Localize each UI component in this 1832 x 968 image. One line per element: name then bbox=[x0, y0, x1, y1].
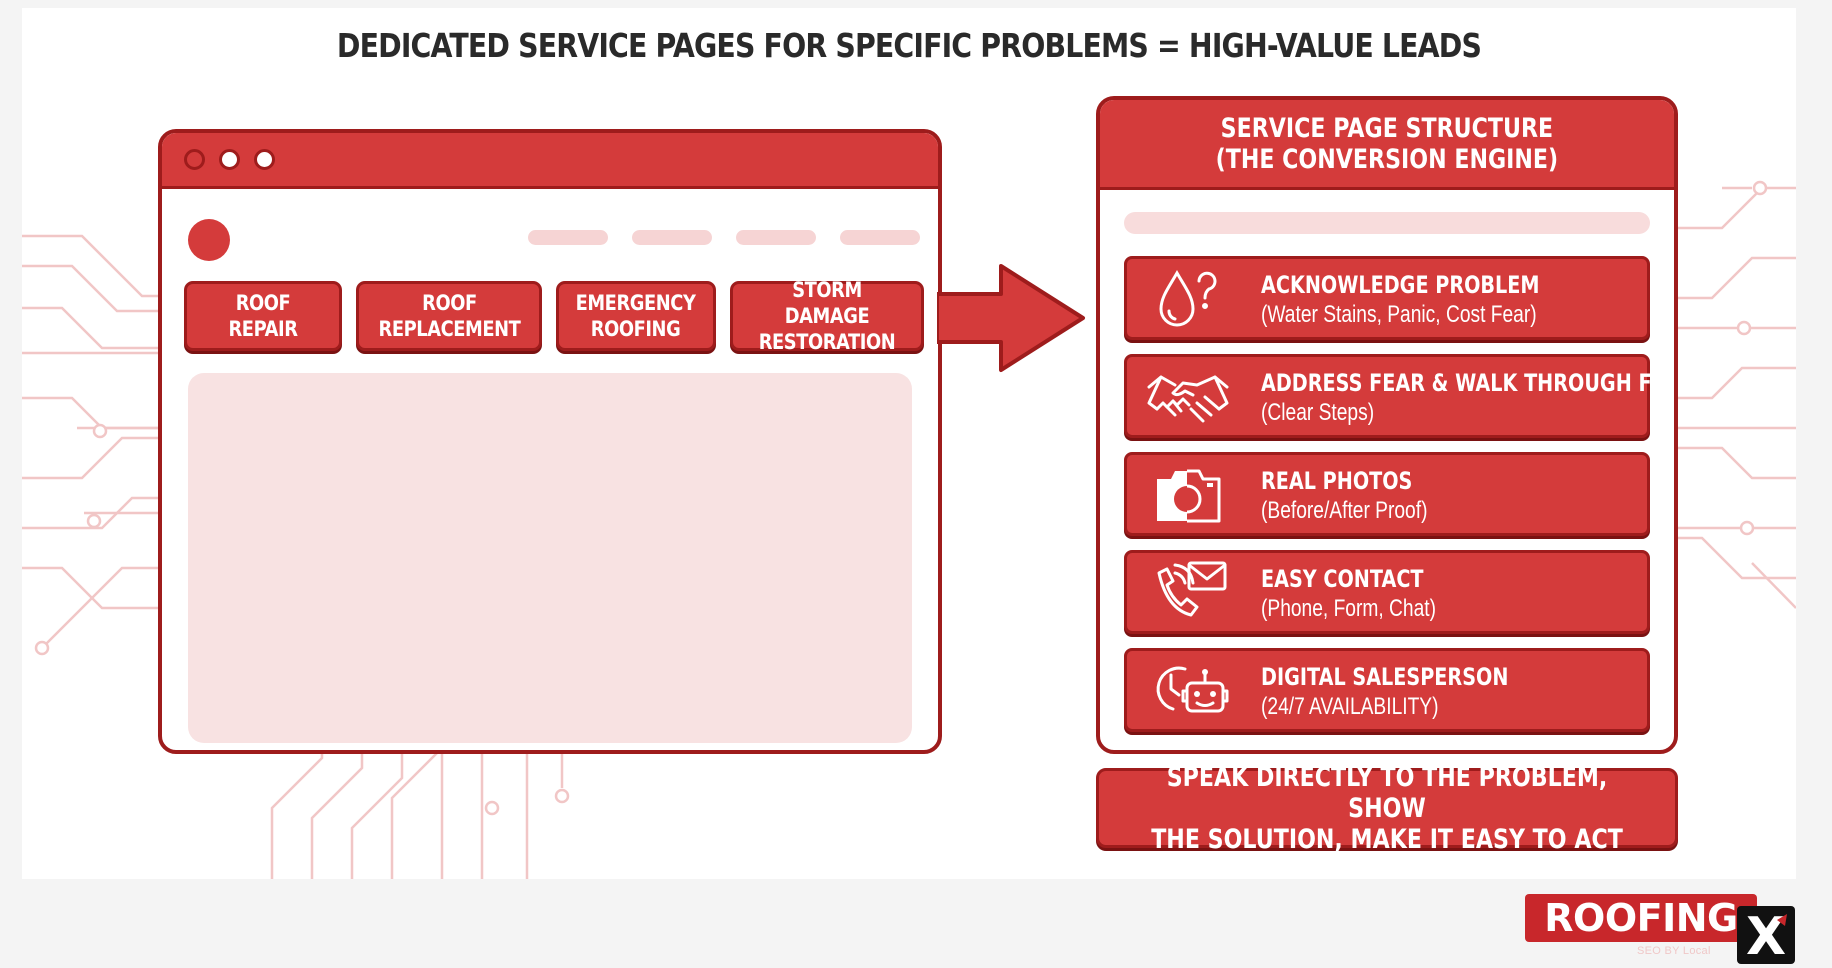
service-page-structure: SERVICE PAGE STRUCTURE (THE CONVERSION E… bbox=[1096, 96, 1678, 754]
tab-emergency-roofing[interactable]: EMERGENCY ROOFING bbox=[556, 281, 716, 351]
main-title: DEDICATED SERVICE PAGES FOR SPECIFIC PRO… bbox=[336, 26, 1482, 65]
circuit-background bbox=[22, 180, 1796, 879]
clock-robot-icon bbox=[1156, 666, 1229, 713]
structure-placeholder-bar bbox=[1124, 212, 1650, 234]
window-dot-icon bbox=[254, 149, 275, 170]
brand-subtext: SEO BY Local bbox=[1637, 945, 1711, 957]
step-subtitle: (Phone, Form, Chat) bbox=[1261, 595, 1436, 622]
step-digital-salesperson: DIGITAL SALESPERSON (24/7 AVAILABILITY) bbox=[1124, 648, 1650, 732]
step-subtitle: (24/7 AVAILABILITY) bbox=[1261, 693, 1439, 720]
window-dot-icon bbox=[184, 149, 205, 170]
step-subtitle: (Before/After Proof) bbox=[1261, 497, 1428, 524]
nav-placeholder bbox=[736, 230, 816, 245]
step-title: EASY CONTACT bbox=[1261, 565, 1424, 593]
step-address-fear: ADDRESS FEAR & WALK THROUGH FIX (Clear S… bbox=[1124, 354, 1674, 438]
step-real-photos: REAL PHOTOS (Before/After Proof) bbox=[1124, 452, 1650, 536]
water-drop-question-icon bbox=[1159, 269, 1217, 327]
site-logo-placeholder bbox=[188, 219, 230, 261]
nav-placeholder bbox=[632, 230, 712, 245]
step-title: DIGITAL SALESPERSON bbox=[1261, 663, 1509, 691]
nav-placeholder bbox=[528, 230, 608, 245]
brand-wordmark-box: ROOFING bbox=[1525, 894, 1757, 942]
brand-wordmark: ROOFING bbox=[1544, 896, 1738, 940]
tab-label: ROOF REPAIR bbox=[228, 291, 298, 341]
tab-label: ROOF REPLACEMENT bbox=[378, 291, 520, 341]
arrow-right-icon bbox=[937, 264, 1085, 372]
page-content-placeholder bbox=[188, 373, 912, 743]
infographic-panel: DEDICATED SERVICE PAGES FOR SPECIFIC PRO… bbox=[22, 8, 1796, 879]
camera-icon bbox=[1157, 469, 1221, 523]
step-subtitle: (Water Stains, Panic, Cost Fear) bbox=[1261, 301, 1537, 328]
brand-x-icon: X bbox=[1737, 906, 1795, 964]
step-title: ADDRESS FEAR & WALK THROUGH FIX bbox=[1261, 369, 1674, 397]
browser-mockup: ROOF REPAIR ROOF REPLACEMENT EMERGENCY R… bbox=[158, 129, 942, 754]
browser-title-bar bbox=[162, 133, 938, 189]
tab-roof-replacement[interactable]: ROOF REPLACEMENT bbox=[356, 281, 542, 351]
step-title: ACKNOWLEDGE PROBLEM bbox=[1261, 271, 1540, 299]
service-tabs: ROOF REPAIR ROOF REPLACEMENT EMERGENCY R… bbox=[184, 278, 924, 354]
phone-mail-icon bbox=[1157, 561, 1227, 617]
brand-x-letter: X bbox=[1746, 907, 1786, 964]
nav-placeholder bbox=[840, 230, 920, 245]
step-subtitle: (Clear Steps) bbox=[1261, 399, 1375, 426]
window-dot-icon bbox=[219, 149, 240, 170]
tagline-banner: SPEAK DIRECTLY TO THE PROBLEM, SHOW THE … bbox=[1096, 762, 1678, 855]
tab-storm-damage-restoration[interactable]: STORM DAMAGE RESTORATION bbox=[730, 278, 924, 354]
tab-label: EMERGENCY ROOFING bbox=[576, 291, 696, 341]
tab-label: STORM DAMAGE RESTORATION bbox=[758, 278, 896, 354]
step-acknowledge-problem: ACKNOWLEDGE PROBLEM (Water Stains, Panic… bbox=[1124, 256, 1650, 340]
step-title: REAL PHOTOS bbox=[1261, 467, 1413, 495]
step-easy-contact: EASY CONTACT (Phone, Form, Chat) bbox=[1124, 550, 1650, 634]
brand-logo: ROOFING X SEO BY Local bbox=[1525, 894, 1795, 964]
structure-title: SERVICE PAGE STRUCTURE (THE CONVERSION E… bbox=[1215, 112, 1559, 175]
tab-roof-repair[interactable]: ROOF REPAIR bbox=[184, 281, 342, 351]
tagline-text: SPEAK DIRECTLY TO THE PROBLEM, SHOW THE … bbox=[1151, 761, 1623, 855]
structure-header: SERVICE PAGE STRUCTURE (THE CONVERSION E… bbox=[1100, 100, 1674, 190]
handshake-icon bbox=[1147, 375, 1229, 423]
